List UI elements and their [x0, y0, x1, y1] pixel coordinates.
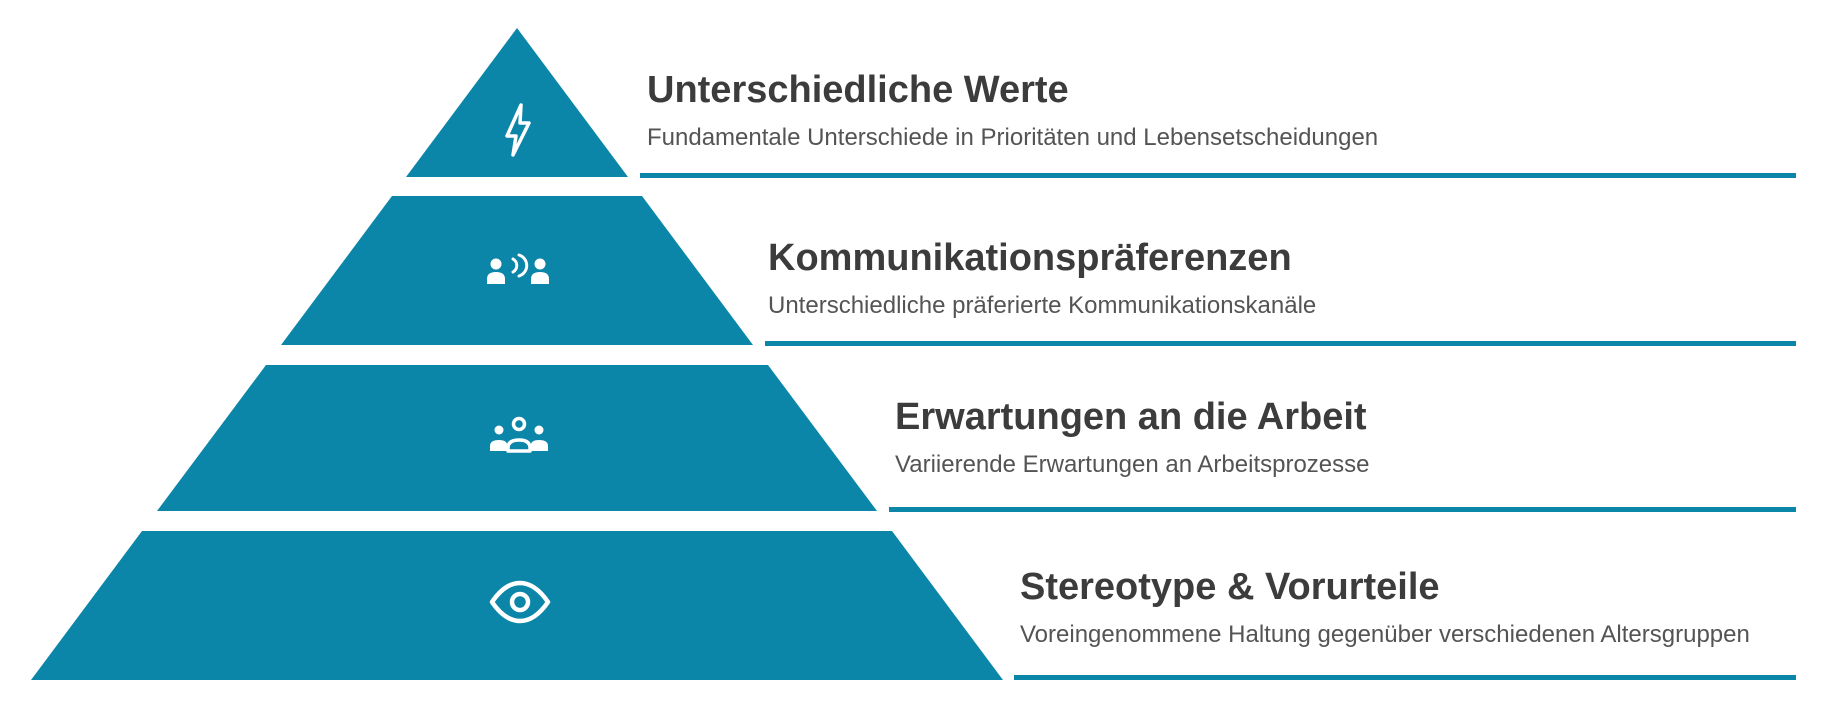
- eye-icon: [489, 580, 551, 624]
- separator-line-4: [1014, 675, 1796, 680]
- level-3-text: Erwartungen an die Arbeit Variierende Er…: [895, 395, 1370, 479]
- pyramid-level-2-shape: [281, 196, 753, 345]
- level-2-title: Kommunikationspräferenzen: [768, 237, 1292, 279]
- pyramid-level-4-shape: [31, 531, 1003, 680]
- pyramid-level-3-shape: [157, 365, 877, 511]
- level-4-title: Stereotype & Vorurteile: [1020, 566, 1440, 608]
- level-2-subtitle: Unterschiedliche präferierte Kommunikati…: [768, 291, 1317, 319]
- level-1-title: Unterschiedliche Werte: [647, 69, 1069, 111]
- pyramid-level-1-shape: [406, 28, 628, 177]
- level-3-subtitle: Variierende Erwartungen an Arbeitsprozes…: [895, 450, 1370, 478]
- lightning-bolt-icon: [505, 103, 531, 157]
- level-2-text: Kommunikationspräferenzen Unterschiedlic…: [768, 236, 1316, 320]
- separator-line-2: [765, 341, 1796, 346]
- level-1-text: Unterschiedliche Werte Fundamentale Unte…: [647, 68, 1378, 152]
- level-3-title: Erwartungen an die Arbeit: [895, 396, 1367, 438]
- people-conversation-icon: [487, 253, 549, 284]
- people-group-icon: [490, 416, 548, 453]
- separator-line-3: [889, 507, 1796, 512]
- level-4-subtitle: Voreingenommene Haltung gegenüber versch…: [1020, 620, 1750, 648]
- separator-line-1: [640, 173, 1796, 178]
- level-4-text: Stereotype & Vorurteile Voreingenommene …: [1020, 565, 1750, 649]
- level-1-subtitle: Fundamentale Unterschiede in Prioritäten…: [647, 123, 1379, 151]
